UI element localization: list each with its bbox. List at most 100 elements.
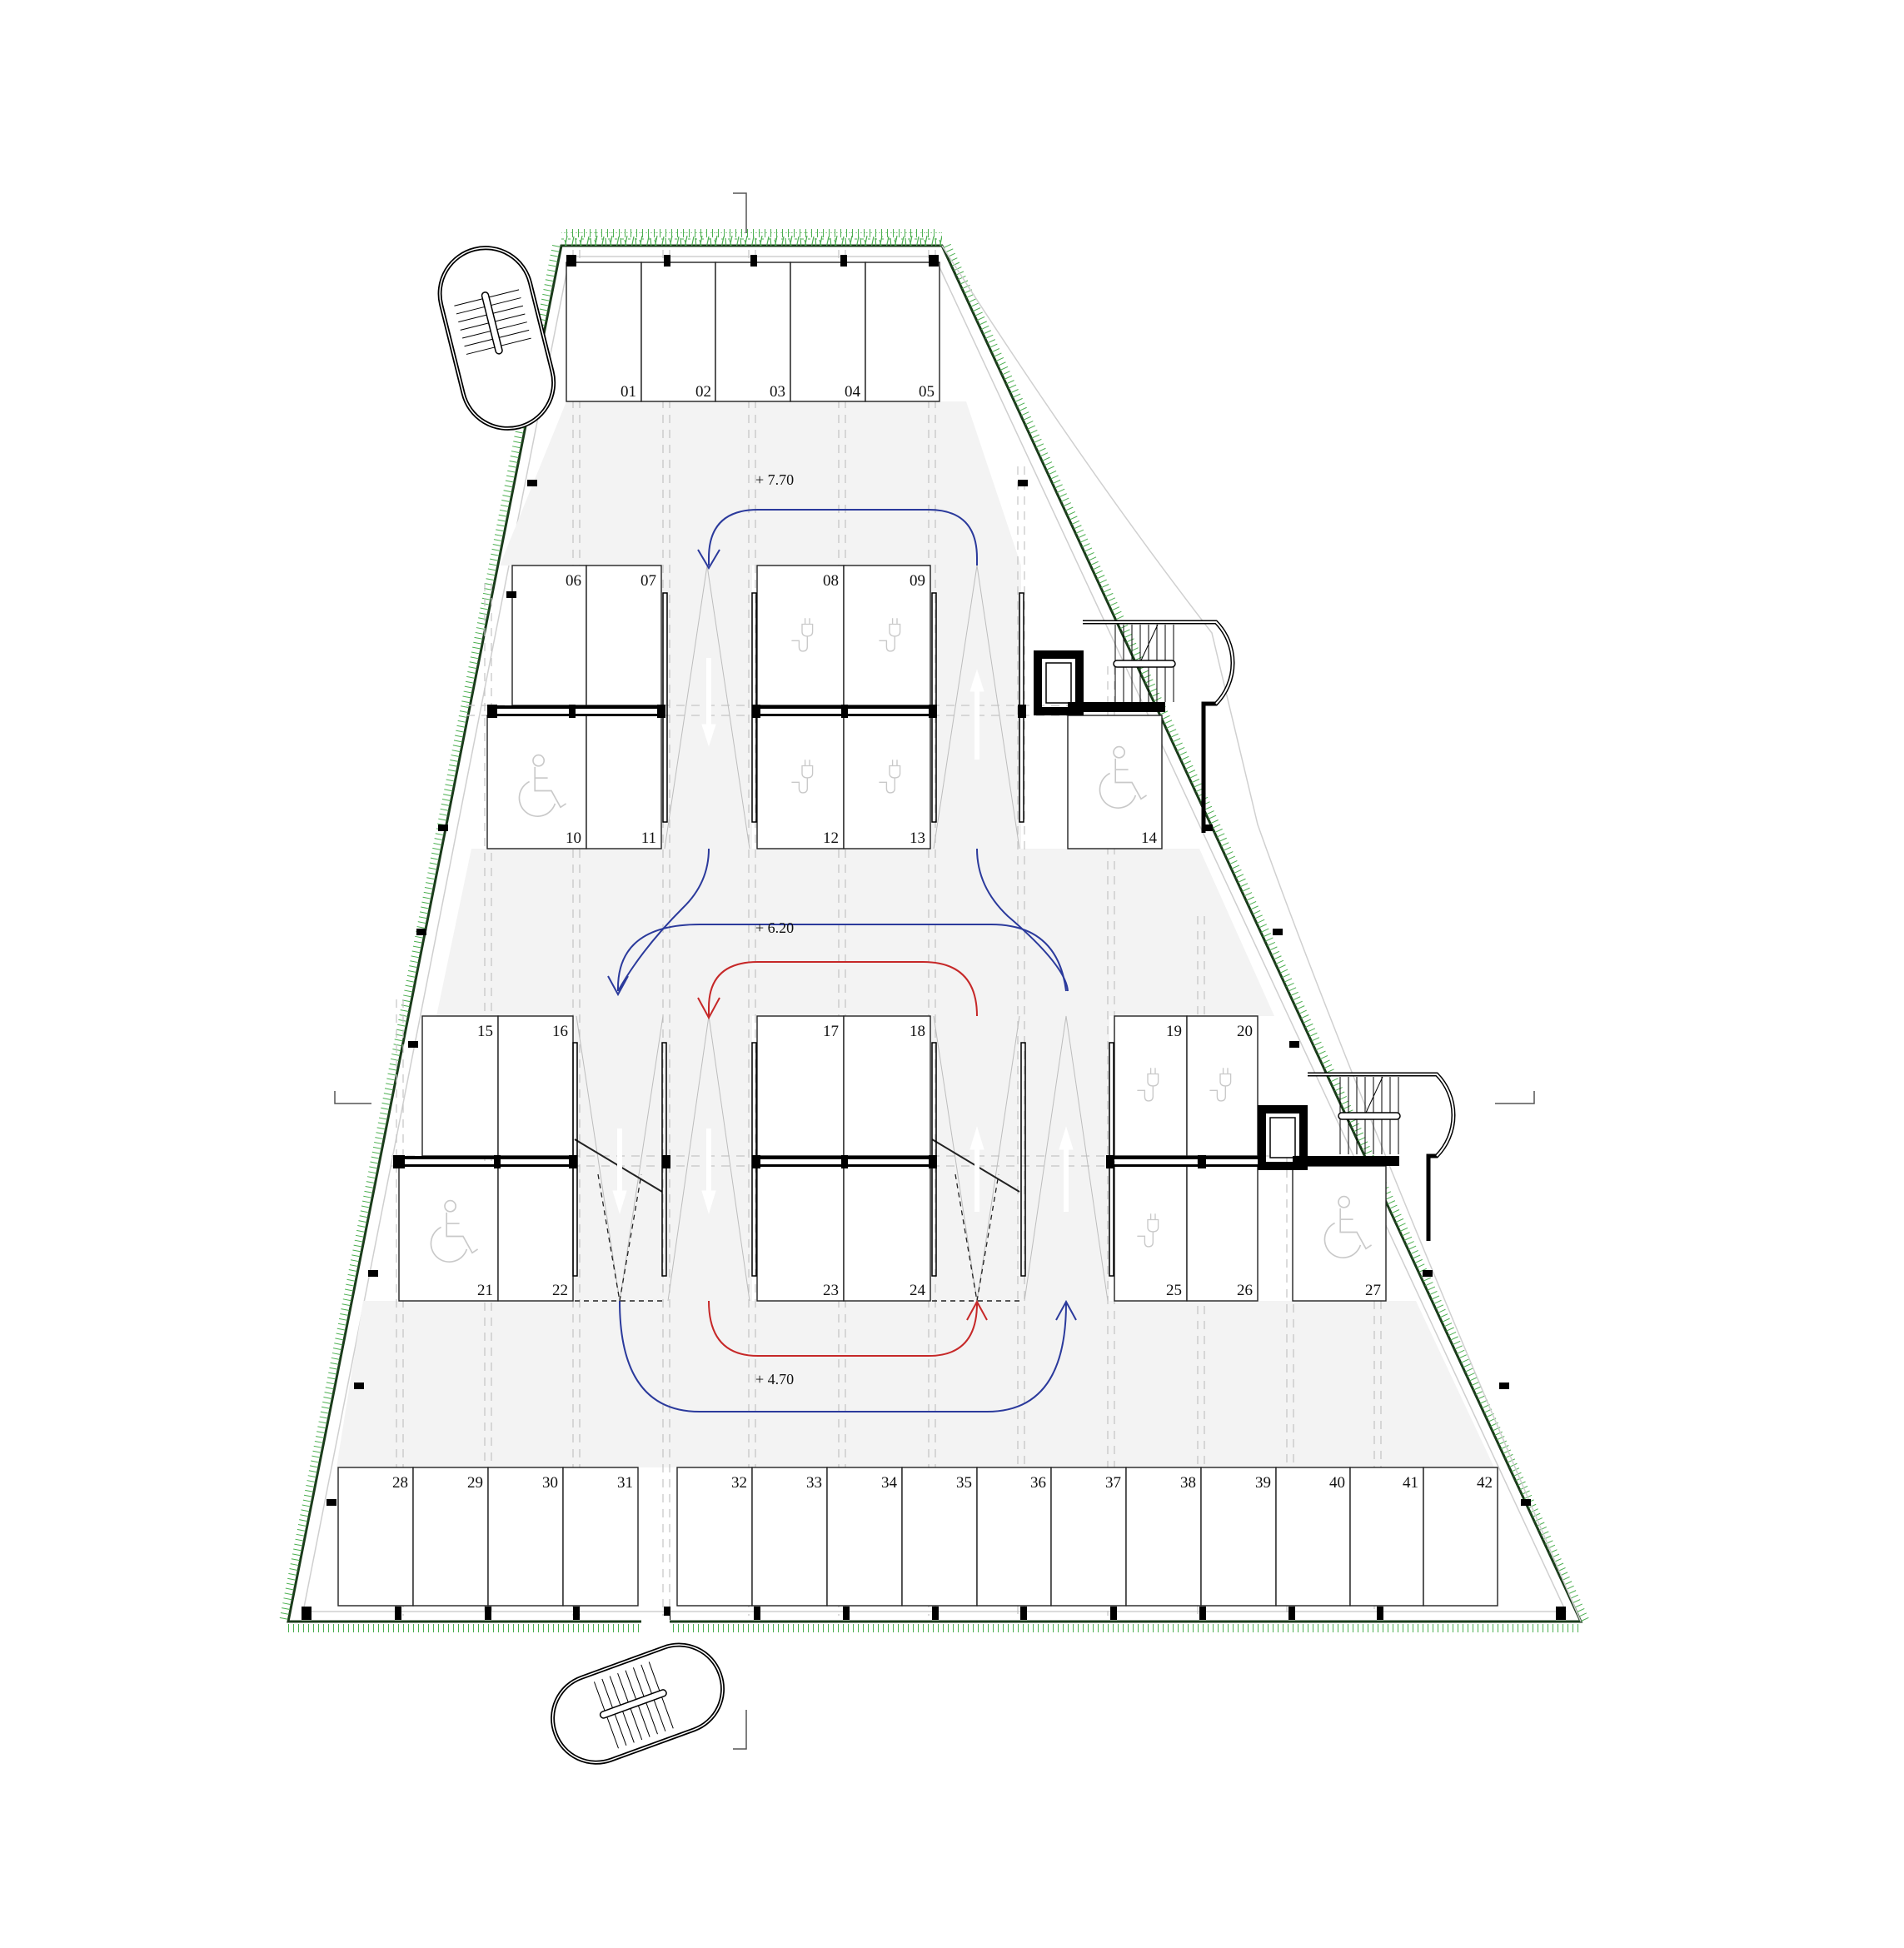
svg-text:30: 30 [542, 1474, 558, 1492]
lower-loop-red [708, 1299, 988, 1357]
stair-icon [1113, 624, 1176, 702]
svg-text:39: 39 [1255, 1474, 1271, 1492]
svg-text:14: 14 [1141, 830, 1158, 847]
svg-text:01: 01 [621, 383, 636, 401]
slot-30 [487, 1467, 564, 1607]
svg-text:03: 03 [770, 383, 785, 401]
svg-text:19: 19 [1166, 1023, 1182, 1040]
aisles [336, 401, 1494, 1467]
slot-04 [790, 262, 866, 402]
stair-icon [1338, 1076, 1401, 1154]
slot-01 [566, 262, 642, 402]
slot-39 [1200, 1467, 1277, 1607]
slot-26 [1186, 1165, 1259, 1302]
svg-text:21: 21 [477, 1282, 493, 1299]
svg-text:25: 25 [1166, 1282, 1182, 1299]
svg-text:31: 31 [617, 1474, 633, 1492]
slot-32 [676, 1467, 753, 1607]
svg-text:13: 13 [910, 830, 925, 847]
svg-text:23: 23 [823, 1282, 839, 1299]
svg-text:20: 20 [1237, 1023, 1253, 1040]
arrow-up-icon [969, 669, 984, 760]
slot-05 [865, 262, 940, 402]
section-markers [334, 192, 1535, 1750]
walls [302, 255, 1566, 1620]
slot-10 [486, 715, 587, 849]
svg-text:07: 07 [640, 572, 656, 590]
slot-17 [756, 1015, 845, 1157]
slot-36 [976, 1467, 1052, 1607]
slot-37 [1050, 1467, 1127, 1607]
ramp-direction-arrows [612, 658, 1074, 1214]
lower-loop-blue [619, 1299, 1077, 1412]
arrow-up-icon [969, 1126, 984, 1212]
level-label-middle: + 6.20 [755, 919, 794, 936]
slot-02 [640, 262, 716, 402]
slot-33 [751, 1467, 828, 1607]
svg-text:16: 16 [552, 1023, 568, 1040]
svg-text:41: 41 [1403, 1474, 1418, 1492]
slot-42 [1423, 1467, 1498, 1607]
elevator-icon [1034, 650, 1084, 715]
slot-06 [511, 565, 587, 706]
svg-text:35: 35 [956, 1474, 972, 1492]
slot-35 [901, 1467, 978, 1607]
slot-31 [562, 1467, 639, 1607]
arrow-up-icon [1059, 1126, 1074, 1212]
svg-text:38: 38 [1180, 1474, 1196, 1492]
stair-bottom [551, 1616, 725, 1765]
svg-text:05: 05 [919, 383, 935, 401]
slot-29 [412, 1467, 489, 1607]
slot-11 [586, 715, 662, 849]
svg-text:17: 17 [823, 1023, 839, 1040]
svg-text:40: 40 [1329, 1474, 1345, 1492]
slot-40 [1275, 1467, 1351, 1607]
slot-09 [843, 565, 931, 706]
level-label-upper: + 7.70 [755, 471, 794, 488]
slot-34 [826, 1467, 903, 1607]
svg-text:27: 27 [1365, 1282, 1381, 1299]
slot-38 [1125, 1467, 1202, 1607]
svg-text:12: 12 [823, 830, 839, 847]
svg-text:02: 02 [695, 383, 711, 401]
core-lower-right [1258, 1072, 1456, 1241]
svg-text:26: 26 [1237, 1282, 1253, 1299]
svg-text:06: 06 [566, 572, 581, 590]
slot-12 [756, 715, 845, 849]
stair-icon [593, 1662, 674, 1749]
middle-loop-blue [607, 848, 1069, 997]
level-labels: + 7.70 + 6.20 + 4.70 [755, 471, 794, 1388]
slot-20 [1186, 1015, 1259, 1157]
middle-loop-red [697, 961, 978, 1020]
svg-text:22: 22 [552, 1282, 568, 1299]
parking-slots [337, 262, 1498, 1607]
svg-text:24: 24 [910, 1282, 926, 1299]
elevator-icon [1258, 1105, 1308, 1170]
svg-text:32: 32 [731, 1474, 747, 1492]
svg-text:10: 10 [566, 830, 581, 847]
svg-text:37: 37 [1105, 1474, 1121, 1492]
svg-text:42: 42 [1477, 1474, 1493, 1492]
arrow-down-icon [701, 658, 716, 747]
upper-loop-blue [697, 509, 978, 570]
slot-21 [398, 1165, 499, 1302]
svg-text:11: 11 [641, 830, 656, 847]
slot-22 [497, 1165, 574, 1302]
slot-03 [715, 262, 791, 402]
svg-text:33: 33 [806, 1474, 822, 1492]
slot-07 [586, 565, 662, 706]
slot-15 [421, 1015, 499, 1157]
svg-text:15: 15 [477, 1023, 493, 1040]
svg-text:18: 18 [910, 1023, 925, 1040]
core-upper-right [1034, 620, 1235, 833]
svg-text:09: 09 [910, 572, 925, 590]
stair-top-left [437, 246, 556, 431]
stair-icon [454, 289, 531, 355]
circulation-arrows [607, 509, 1077, 1412]
svg-text:29: 29 [467, 1474, 483, 1492]
slot-24 [843, 1165, 931, 1302]
slot-08 [756, 565, 845, 706]
slot-27 [1292, 1165, 1387, 1302]
slot-18 [843, 1015, 931, 1157]
